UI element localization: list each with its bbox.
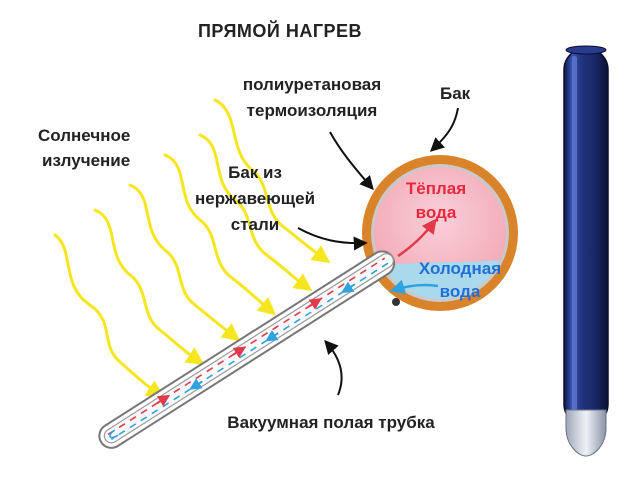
leader-lines [297, 107, 459, 396]
label-steel-line2: нержавеющей [194, 189, 316, 208]
vertical-tube-highlight [572, 56, 577, 416]
tube-hot-arrow [156, 394, 171, 407]
vacuum-tube-photo [563, 45, 609, 457]
warm-flow-arrow [397, 218, 437, 258]
insulation-leader [329, 131, 374, 191]
vertical-tube-cap [565, 45, 607, 55]
label-vacuum-tube: Вакуумная полая трубка [227, 413, 435, 432]
tube-seal-lower [392, 298, 400, 306]
solar-ray [163, 153, 277, 316]
solar-ray [128, 183, 241, 342]
label-solar-line2: излучение [42, 151, 131, 170]
label-tank: Бак [440, 84, 471, 103]
tube-hot-arrow [308, 298, 322, 310]
tube-hot-arrow [232, 346, 247, 359]
tube-leader [324, 339, 343, 396]
label-solar-line1: Солнечное [38, 126, 131, 145]
label-cold-line1: Холодная [418, 259, 502, 278]
label-cold-line2: вода [439, 282, 481, 301]
label-insulation-line2: термоизоляция [246, 101, 378, 120]
tank-cold-water [374, 258, 506, 299]
vertical-tube-glass-tip [565, 409, 607, 457]
label-steel-line3: стали [230, 215, 280, 234]
label-insulation-line1: полиуретановая [242, 75, 382, 94]
diagram-title: ПРЯМОЙ НАГРЕВ [197, 21, 363, 41]
solar-ray [213, 98, 331, 264]
tube-cold-arrow [265, 329, 279, 342]
label-warm-line2: вода [415, 203, 457, 222]
vacuum-tube [98, 250, 396, 449]
tank-leader [429, 107, 459, 152]
cold-flow-arrow [389, 279, 439, 295]
tube-u-turn [109, 429, 119, 439]
label-warm-line1: Тёплая [405, 179, 467, 198]
solar-rays [53, 98, 331, 398]
solar-ray [198, 133, 313, 292]
solar-ray [93, 208, 205, 365]
tube-hot-flow-line [107, 257, 386, 436]
solar-ray [53, 233, 165, 398]
label-steel-line1: Бак из [228, 163, 282, 182]
tank [362, 155, 518, 311]
tube-cold-arrow [189, 378, 203, 390]
tube-cold-arrow [341, 281, 355, 294]
steel-leader [297, 227, 368, 251]
vertical-tube-body [563, 47, 609, 427]
